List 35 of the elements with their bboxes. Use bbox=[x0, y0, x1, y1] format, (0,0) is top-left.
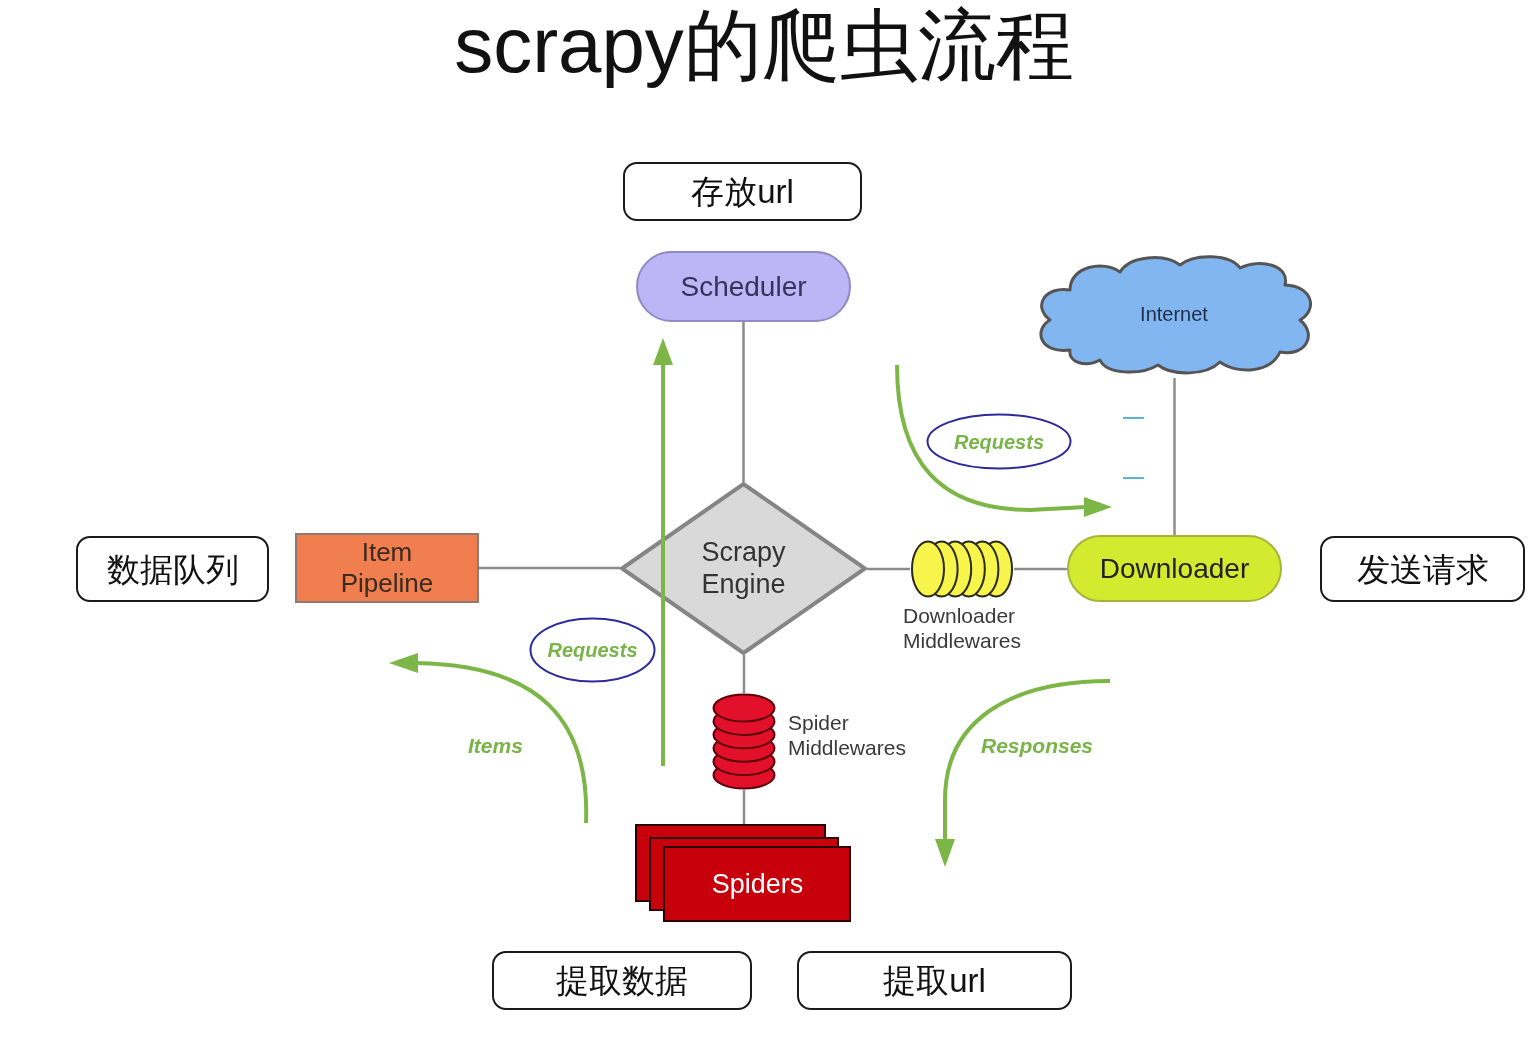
flow-ellipse bbox=[529, 617, 656, 683]
node-label: 存放url bbox=[691, 175, 794, 208]
connector-line bbox=[742, 655, 746, 693]
node-label: 数据队列 bbox=[106, 552, 239, 586]
node-label: 提取数据 bbox=[556, 964, 688, 997]
node-label: 提取url bbox=[883, 964, 986, 997]
note-box bbox=[797, 951, 1072, 1010]
note-box bbox=[623, 162, 862, 221]
component-label: Downloader Middlewares bbox=[903, 604, 1022, 654]
note-box bbox=[492, 951, 752, 1010]
node-label: 发送请求 bbox=[1356, 552, 1489, 586]
note-box bbox=[76, 536, 269, 602]
node-label: Spiders bbox=[711, 871, 804, 898]
flow-ellipse bbox=[926, 413, 1072, 470]
component-box bbox=[295, 533, 479, 603]
connector-line bbox=[742, 322, 745, 482]
disk-stack bbox=[910, 540, 1014, 598]
connector-line bbox=[1173, 378, 1176, 535]
node-label: Item Pipeline bbox=[339, 536, 435, 600]
node-label: Downloader bbox=[1099, 554, 1250, 583]
disk-stack bbox=[712, 693, 776, 790]
connector-line bbox=[1014, 567, 1067, 571]
connector-line bbox=[742, 790, 746, 824]
node-label: Internet bbox=[1140, 304, 1208, 324]
connector-line bbox=[867, 567, 910, 571]
node-label: Scheduler bbox=[680, 272, 807, 301]
component-label: Spider Middlewares bbox=[788, 711, 907, 761]
connector-line bbox=[479, 566, 620, 570]
note-box bbox=[1320, 536, 1525, 602]
stacked-boxes bbox=[635, 824, 851, 922]
flow-label: Items bbox=[468, 735, 523, 756]
flow-label: Responses bbox=[981, 735, 1094, 756]
node-label: Requests bbox=[954, 431, 1044, 452]
node-label: Requests bbox=[547, 640, 638, 660]
node-label: Scrapy Engine bbox=[700, 536, 787, 601]
